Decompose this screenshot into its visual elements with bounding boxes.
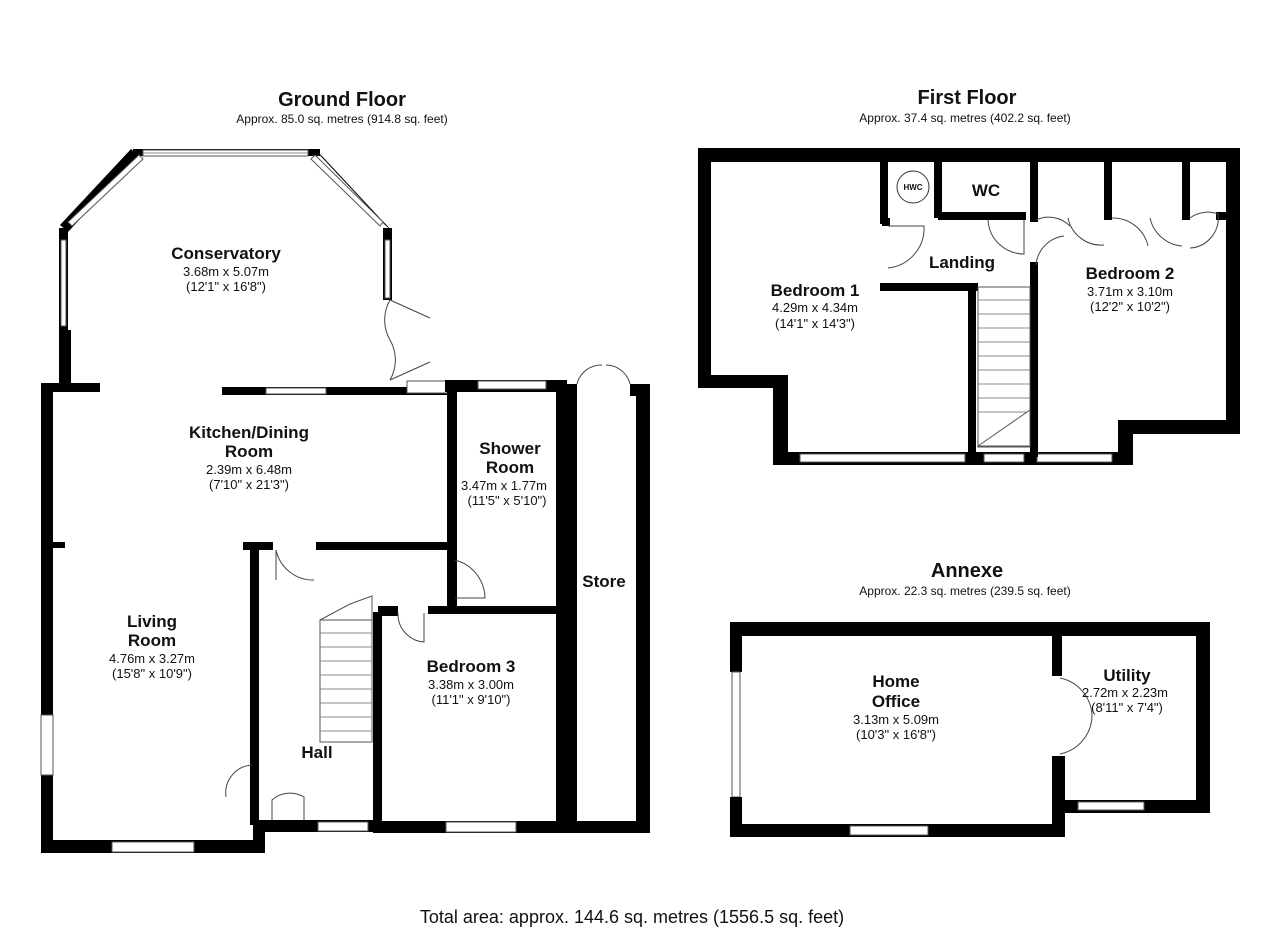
bedroom1-imperial: (14'1" x 14'3") xyxy=(775,316,855,331)
bedroom2-imperial: (12'2" x 10'2") xyxy=(1090,299,1170,314)
shower-label-line2: Room xyxy=(486,458,534,477)
conservatory-walls xyxy=(59,149,431,390)
kitchen-imperial: (7'10" x 21'3") xyxy=(209,477,289,492)
conservatory-label: Conservatory xyxy=(171,244,281,263)
first-floor-title: First Floor xyxy=(918,87,1017,109)
office-label-line1: Home xyxy=(872,672,919,691)
kitchen-label-line2: Room xyxy=(225,442,273,461)
office-label-line2: Office xyxy=(872,692,920,711)
living-label-line2: Room xyxy=(128,631,176,650)
ground-floor-plan xyxy=(40,149,650,853)
bedroom1-metric: 4.29m x 4.34m xyxy=(772,300,858,315)
utility-label: Utility xyxy=(1103,666,1151,685)
annexe-title: Annexe xyxy=(931,560,1003,582)
first-floor-stairs xyxy=(976,286,1031,448)
kitchen-label-line1: Kitchen/Dining xyxy=(189,423,309,442)
bedroom3-label: Bedroom 3 xyxy=(427,657,516,676)
office-metric: 3.13m x 5.09m xyxy=(853,712,939,727)
landing-label: Landing xyxy=(929,253,995,272)
bedroom3-metric: 3.38m x 3.00m xyxy=(428,677,514,692)
conservatory-metric: 3.68m x 5.07m xyxy=(183,264,269,279)
ground-floor-area: Approx. 85.0 sq. metres (914.8 sq. feet) xyxy=(236,112,447,126)
total-area: Total area: approx. 144.6 sq. metres (15… xyxy=(420,907,844,927)
ground-floor-title: Ground Floor xyxy=(278,89,406,111)
first-floor-area: Approx. 37.4 sq. metres (402.2 sq. feet) xyxy=(859,111,1070,125)
office-imperial: (10'3" x 16'8") xyxy=(856,727,936,742)
bedroom2-metric: 3.71m x 3.10m xyxy=(1087,284,1173,299)
first-floor-plan xyxy=(698,148,1240,465)
bedroom2-label: Bedroom 2 xyxy=(1086,264,1175,283)
bedroom3-imperial: (11'1" x 9'10") xyxy=(432,692,511,707)
hwc-label: HWC xyxy=(903,183,922,192)
living-metric: 4.76m x 3.27m xyxy=(109,651,195,666)
living-imperial: (15'8" x 10'9") xyxy=(112,666,192,681)
first-floor-north-wall xyxy=(698,148,1240,162)
ground-stairs xyxy=(319,595,373,743)
utility-metric: 2.72m x 2.23m xyxy=(1082,685,1168,700)
store-label: Store xyxy=(582,572,625,591)
annexe-plan xyxy=(730,622,1210,837)
living-west-wall xyxy=(41,383,53,853)
shower-metric: 3.47m x 1.77m xyxy=(461,478,547,493)
hall-label: Hall xyxy=(301,743,332,762)
hwc-cylinder xyxy=(896,170,930,204)
bedroom1-label: Bedroom 1 xyxy=(771,281,860,300)
kitchen-north-wall xyxy=(222,387,457,395)
conservatory-imperial: (12'1" x 16'8") xyxy=(186,279,266,294)
store-east-wall xyxy=(636,384,650,829)
wc-label: WC xyxy=(972,181,1000,200)
kitchen-metric: 2.39m x 6.48m xyxy=(206,462,292,477)
living-label-line1: Living xyxy=(127,612,177,631)
shower-label-line1: Shower xyxy=(479,439,541,458)
annexe-north-wall xyxy=(730,622,1210,636)
shower-imperial: (11'5" x 5'10") xyxy=(468,493,547,508)
annexe-area: Approx. 22.3 sq. metres (239.5 sq. feet) xyxy=(859,584,1070,598)
utility-imperial: (8'11" x 7'4") xyxy=(1091,700,1163,715)
